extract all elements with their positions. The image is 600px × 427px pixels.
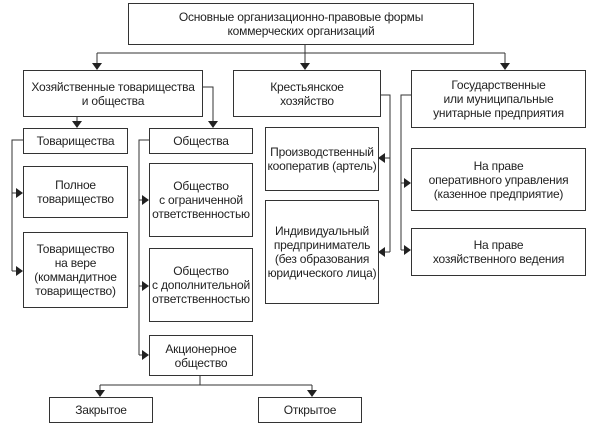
node-llc: Общество с ограниченной ответственностью: [149, 163, 253, 237]
arrow-icon: [307, 390, 317, 397]
arrow-icon: [208, 121, 218, 128]
arrow-icon: [72, 121, 82, 128]
node-full-partnership: Полное товарищество: [23, 166, 128, 218]
node-operational-management: На праве оперативного управления (казенн…: [411, 148, 586, 211]
root-node: Основные организационно-правовые формы к…: [128, 3, 474, 45]
node-closed-jsc: Закрытое: [49, 397, 153, 423]
arrowheads: [16, 63, 510, 397]
node-limited-partnership: Товарищество на вере (коммандитное товар…: [23, 232, 128, 308]
arrow-icon: [16, 188, 23, 198]
arrow-icon: [404, 178, 411, 188]
arrow-icon: [300, 63, 310, 70]
arrow-icon: [16, 266, 23, 276]
node-companies: Общества: [149, 128, 253, 154]
arrow-icon: [142, 350, 149, 360]
node-entrepreneur: Индивидуальный предприниматель (без обра…: [265, 200, 379, 304]
node-alc: Общество с дополнительной ответственност…: [149, 248, 253, 322]
node-partnerships: Товарищества: [23, 128, 128, 154]
node-open-jsc: Открытое: [258, 397, 362, 423]
node-jsc: Акционерное общество: [149, 335, 253, 376]
arrow-icon: [92, 63, 102, 70]
arrow-icon: [95, 390, 105, 397]
arrow-icon: [142, 195, 149, 205]
arrow-icon: [404, 245, 411, 255]
arrow-icon: [142, 281, 149, 291]
arrow-icon: [378, 247, 385, 257]
arrow-icon: [378, 153, 385, 163]
node-state-enterprises: Государственные или муниципальные унитар…: [411, 70, 586, 128]
node-farm: Крестьянское хозяйство: [233, 70, 381, 117]
node-cooperative: Производственный кооператив (артель): [265, 127, 379, 191]
node-economic-management: На праве хозяйственного ведения: [411, 228, 586, 276]
node-business-entities: Хозяйственные товарищества и общества: [23, 70, 203, 117]
arrow-icon: [500, 63, 510, 70]
